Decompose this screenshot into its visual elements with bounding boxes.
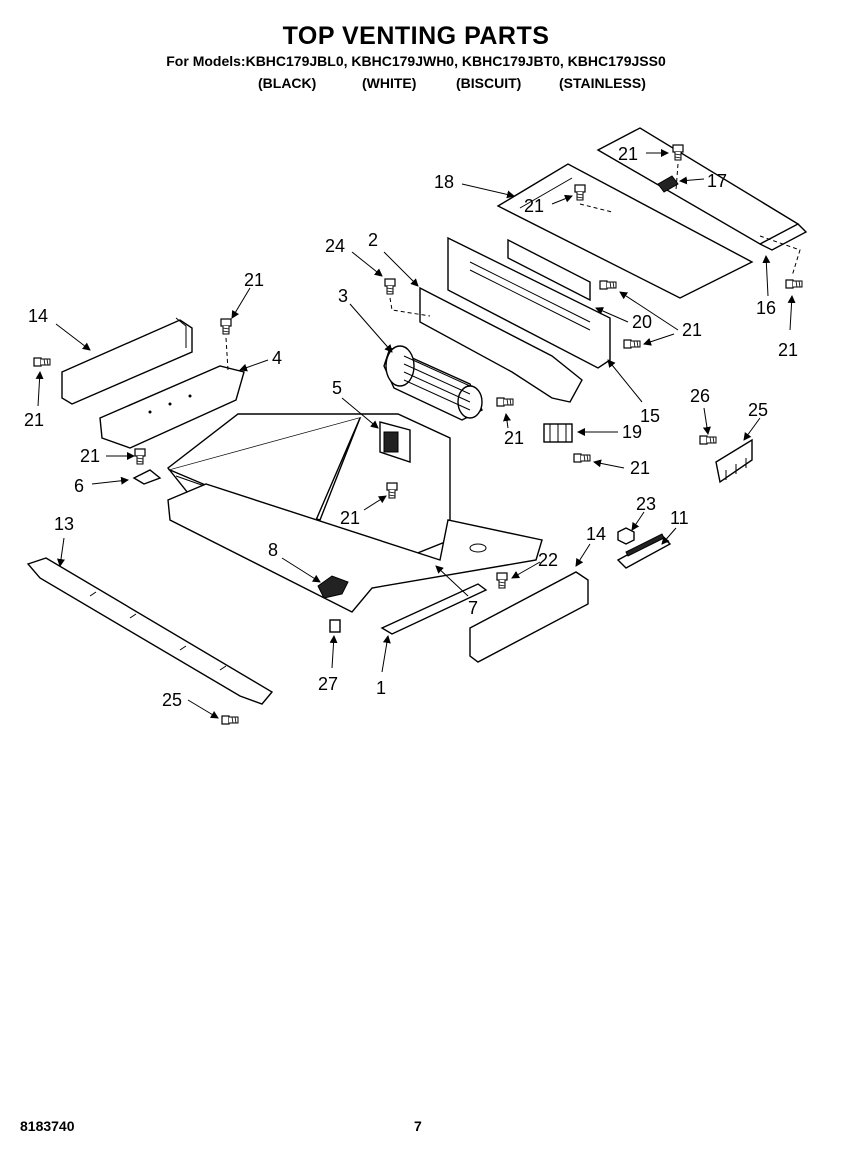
callout-21: 21 [524,196,544,216]
callout-4: 4 [272,348,282,368]
callout-21: 21 [682,320,702,340]
callout-26: 26 [690,386,710,406]
callout-5: 5 [332,378,342,398]
callout-7: 6 [74,476,84,496]
page-title: TOP VENTING PARTS [282,22,550,50]
top-cover-panel [596,127,808,251]
callout-15: 15 [640,406,660,426]
vent-bracket [419,236,611,403]
leader-arrows [35,149,796,719]
finish-black: (BLACK) [258,75,317,91]
callout-14: 14 [28,306,48,326]
callout-11: 11 [670,508,689,528]
right-side-bracket [469,571,589,663]
callout-22: 22 [538,550,558,570]
small-screw [699,435,717,445]
bottom-plate [167,483,543,613]
callout-labels: 21 17 18 21 24 2 21 3 14 20 21 16 21 4 5… [24,144,798,710]
callout-21: 21 [618,144,638,164]
assembly-lines [225,163,801,371]
callout-21: 21 [80,446,100,466]
vent-panel [496,163,754,299]
callout-21: 21 [24,410,44,430]
damper-clip [317,575,349,599]
callout-21: 21 [778,340,798,360]
finish-stainless: (STAINLESS) [559,75,646,91]
callout-23: 23 [636,494,656,514]
callout-3: 3 [338,286,348,306]
callout-6: 7 [468,598,478,618]
callout-21: 21 [340,508,360,528]
finish-white: (WHITE) [362,75,417,91]
callout-1: 1 [376,678,386,698]
callout-2: 2 [368,230,378,250]
callout-27: 27 [318,674,338,694]
callout-16: 16 [756,298,776,318]
part-number: 8183740 [20,1118,75,1134]
callout-8: 8 [268,540,278,560]
callout-25: 25 [748,400,768,420]
callout-19: 19 [622,422,642,442]
callout-21: 21 [504,428,524,448]
spacer-nut [329,619,341,633]
duct-housing [167,413,451,561]
trim-strip [26,557,274,705]
mounting-bracket [715,438,753,484]
left-side-bracket [61,317,193,405]
connector-strip [616,533,672,569]
callout-24: 24 [325,236,345,256]
mount-plate [99,365,245,449]
page-number: 7 [414,1118,422,1134]
callout-20: 20 [632,312,652,332]
clip-bracket [657,175,679,193]
finish-biscuit: (BISCUIT) [456,75,522,91]
terminal-block [543,423,573,443]
hex-nut [617,527,635,545]
blower-motor [383,345,483,421]
callout-14: 14 [586,524,606,544]
callout-13: 13 [54,514,74,534]
callout-21: 21 [630,458,650,478]
callout-25: 25 [162,690,182,710]
callout-21: 21 [244,270,264,290]
callout-18: 18 [434,172,454,192]
model-list: For Models:KBHC179JBL0, KBHC179JWH0, KBH… [166,53,666,69]
small-clip [132,469,162,485]
callout-17: 17 [707,171,727,191]
front-rail [380,583,488,635]
